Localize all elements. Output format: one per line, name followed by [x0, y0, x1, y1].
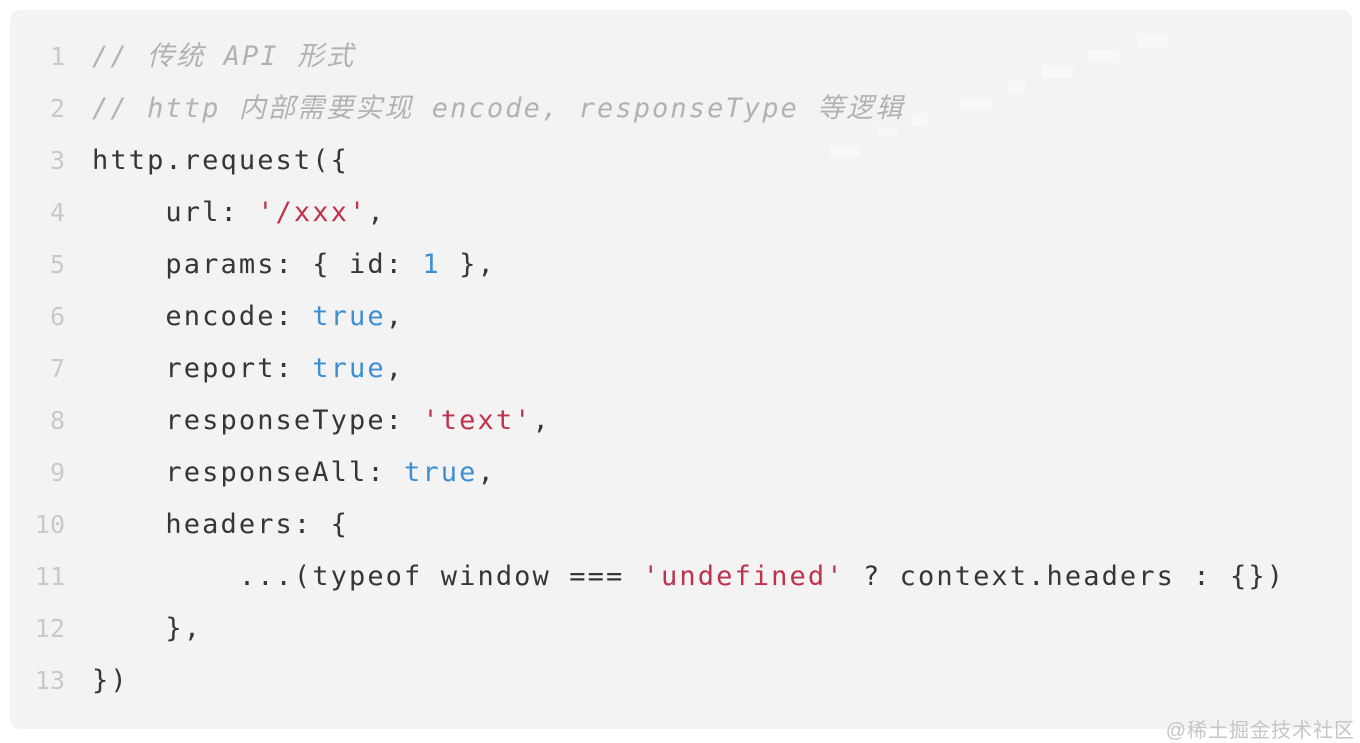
code-segment-boolean: true [404, 457, 478, 488]
code-line: 9 responseAll: true, [10, 447, 1352, 499]
line-number: 13 [34, 666, 65, 695]
code-line: 8 responseType: 'text', [10, 395, 1352, 447]
code-line: 13 }) [10, 655, 1352, 707]
code-line: 1 // 传统 API 形式 [10, 31, 1352, 83]
line-number: 6 [49, 302, 65, 331]
code-text: }, [92, 603, 202, 655]
code-segment-plain: report: [92, 353, 313, 384]
code-panel: 1 // 传统 API 形式 2 // http 内部需要实现 encode, … [10, 10, 1352, 729]
code-segment-comment: // 传统 API 形式 [92, 41, 356, 72]
code-text: responseAll: true, [92, 447, 496, 499]
background-artifact [1042, 65, 1073, 78]
code-segment-plain: ? context.headers : {}) [844, 561, 1286, 592]
code-line: 12 }, [10, 603, 1352, 655]
line-number: 2 [49, 94, 65, 123]
line-number: 12 [34, 614, 65, 643]
background-artifact [912, 113, 927, 126]
background-artifact [877, 127, 897, 137]
line-number: 8 [49, 406, 65, 435]
watermark: @稀土掘金技术社区 [1165, 720, 1355, 742]
code-text: }) [92, 655, 129, 707]
code-segment-string: '/xxx' [257, 197, 368, 228]
background-artifact [830, 145, 860, 157]
code-line: 6 encode: true, [10, 291, 1352, 343]
code-text: report: true, [92, 343, 404, 395]
code-segment-plain: responseType: [92, 405, 423, 436]
code-text: // http 内部需要实现 encode, responseType 等逻辑 [92, 83, 905, 135]
code-segment-plain: , [477, 457, 496, 488]
code-segment-plain: , [385, 353, 405, 384]
code-text: encode: true, [92, 291, 404, 343]
code-text: url: '/xxx', [92, 187, 386, 239]
code-segment-plain: http.request({ [92, 145, 349, 176]
code-text: // 传统 API 形式 [92, 31, 355, 83]
background-artifact [1088, 50, 1119, 63]
line-number: 4 [49, 198, 65, 227]
code-line: 5 params: { id: 1 }, [10, 239, 1352, 291]
background-artifact [1137, 33, 1168, 48]
code-segment-plain: headers: { [92, 509, 349, 540]
line-number: 1 [49, 42, 65, 71]
line-number: 11 [34, 562, 65, 591]
code-line: 2 // http 内部需要实现 encode, responseType 等逻… [10, 83, 1352, 135]
code-lines: 1 // 传统 API 形式 2 // http 内部需要实现 encode, … [10, 31, 1352, 707]
code-line: 10 headers: { [10, 499, 1352, 551]
line-number: 7 [49, 354, 65, 383]
line-number: 9 [49, 458, 65, 487]
code-segment-boolean: true [312, 301, 386, 332]
code-line: 7 report: true, [10, 343, 1352, 395]
code-line: 11 ...(typeof window === 'undefined' ? c… [10, 551, 1352, 603]
code-segment-number: 1 [422, 249, 441, 280]
code-text: params: { id: 1 }, [92, 239, 496, 291]
code-segment-plain: url: [92, 197, 258, 228]
code-segment-plain: encode: [92, 301, 313, 332]
line-number: 3 [49, 146, 65, 175]
code-segment-comment: // http 内部需要实现 encode, responseType 等逻辑 [92, 93, 905, 124]
code-segment-plain: ...(typeof window === [92, 561, 643, 592]
code-line: 4 url: '/xxx', [10, 187, 1352, 239]
code-text: ...(typeof window === 'undefined' ? cont… [92, 551, 1285, 603]
code-text: http.request({ [92, 135, 349, 187]
code-segment-plain: params: { id: [92, 249, 423, 280]
code-segment-plain: }) [92, 665, 129, 696]
code-segment-plain: , [367, 197, 386, 228]
code-segment-string: 'undefined' [642, 561, 845, 592]
background-artifact [1008, 79, 1025, 93]
code-text: responseType: 'text', [92, 395, 551, 447]
code-segment-plain: }, [92, 613, 203, 644]
code-segment-string: 'text' [422, 405, 533, 436]
code-segment-plain: , [385, 301, 405, 332]
line-number: 10 [34, 510, 65, 539]
background-artifact [960, 97, 992, 111]
code-segment-boolean: true [312, 353, 386, 384]
code-line: 3 http.request({ [10, 135, 1352, 187]
code-segment-plain: , [532, 405, 551, 436]
code-segment-plain: }, [440, 249, 496, 280]
code-segment-plain: responseAll: [92, 457, 405, 488]
line-number: 5 [49, 250, 65, 279]
code-text: headers: { [92, 499, 349, 551]
